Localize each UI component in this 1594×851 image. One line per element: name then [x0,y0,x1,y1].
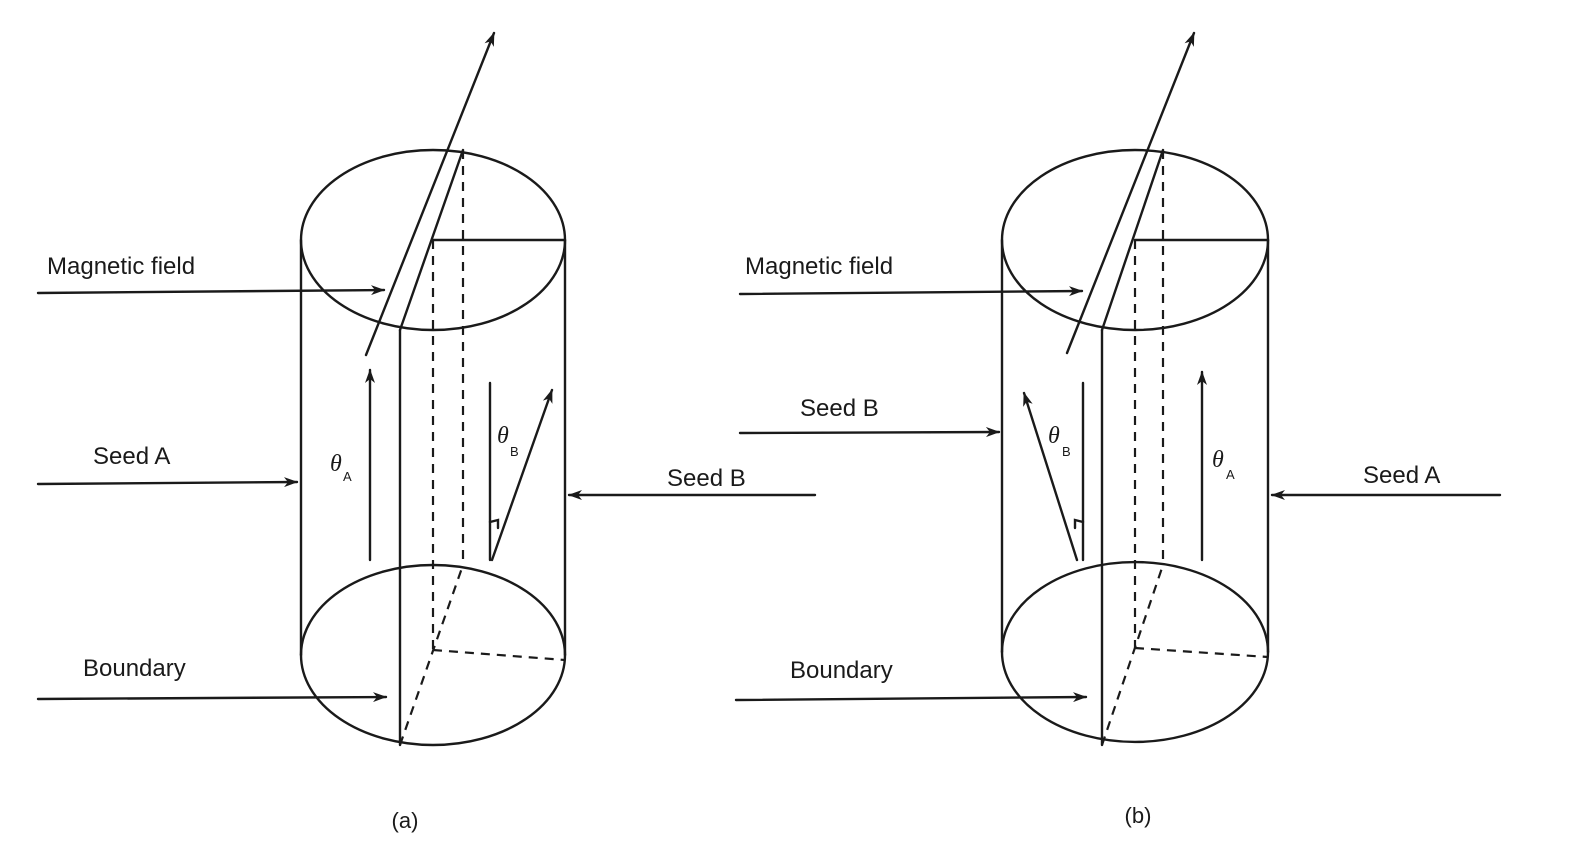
theta-right-label-a: θ B [497,423,519,459]
svg-text:B: B [1062,444,1071,459]
boundary-arrow-a [36,692,388,703]
boundary-arrow-b [734,692,1088,703]
magnetic-field-vector-b [1065,31,1196,355]
svg-text:θ: θ [1048,423,1060,449]
boundary-top-edge-a [398,148,465,332]
seed-right-label-b: Seed A [1363,462,1440,489]
caption-a: (a) [392,808,419,833]
bottom-face-front-b [1000,650,1270,744]
panel-b: Magnetic field Seed B Seed A Boundary θ … [734,31,1502,828]
svg-text:A: A [343,469,352,484]
panel-a: Magnetic field Seed A Seed B Boundary θ … [36,31,817,833]
seed-left-arrow-b [738,427,1001,438]
theta-left-label-b: θ B [1048,423,1071,459]
magnetic-field-label-b: Magnetic field [745,253,893,280]
seed-right-label-a: Seed B [667,465,746,492]
svg-text:θ: θ [497,423,509,449]
magnetic-field-arrow-a [36,285,386,296]
svg-text:θ: θ [330,451,342,477]
cylinder-b [1000,148,1270,747]
angle-mark-a [488,518,500,530]
theta-left-label-a: θ A [330,451,352,484]
c-axis-b-arrow-b [1022,391,1079,562]
theta-right-label-b: θ A [1212,447,1235,482]
bottom-face-back-b [1000,560,1270,654]
seed-left-arrow-a [36,477,299,488]
bottom-face-front-a [299,653,567,747]
seed-left-label-b: Seed B [800,395,879,422]
angle-mark-b [1073,518,1085,530]
seed-left-label-a: Seed A [93,443,170,470]
boundary-top-edge-b [1100,148,1165,332]
boundary-bottom-edge-a [398,564,465,746]
magnetic-field-arrow-b [738,286,1084,297]
bottom-radius-b [1134,646,1269,659]
svg-text:θ: θ [1212,447,1224,473]
magnetic-field-vector-a [364,31,496,357]
magnetic-field-label-a: Magnetic field [47,253,195,280]
boundary-bottom-edge-b [1100,564,1165,746]
boundary-label-a: Boundary [83,655,186,682]
svg-text:B: B [510,444,519,459]
svg-text:A: A [1226,467,1235,482]
c-axis-b-arrow-a [490,388,554,562]
boundary-label-b: Boundary [790,657,893,684]
caption-b: (b) [1125,803,1152,828]
cylinder-a [299,148,567,747]
bottom-radius-a [432,648,566,662]
